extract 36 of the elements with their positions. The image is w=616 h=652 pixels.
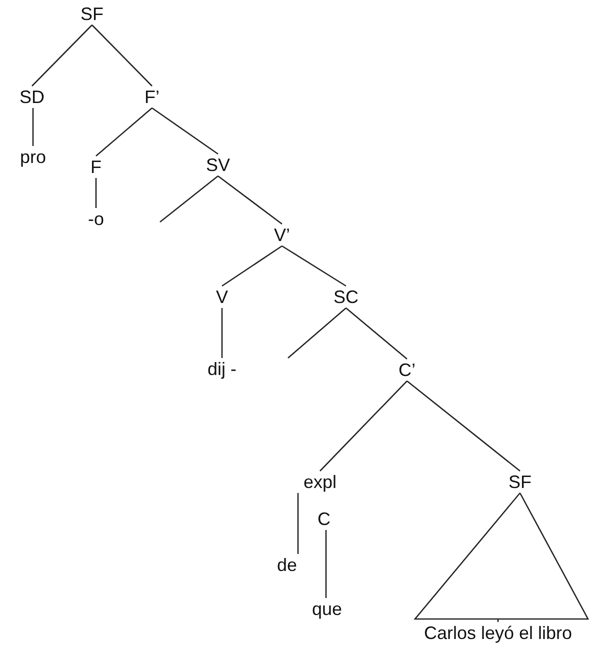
- tree-branch: [406, 380, 520, 472]
- tree-branch: [282, 245, 346, 287]
- tree-label: que: [312, 600, 342, 618]
- tree-branch: [325, 530, 327, 598]
- tree-label: C: [318, 510, 330, 528]
- tree-branch: [288, 308, 346, 358]
- tree-label: de: [276, 556, 298, 574]
- tree-branch: [160, 176, 218, 222]
- tree-label: F’: [144, 88, 160, 106]
- tree-branch: [320, 380, 408, 472]
- tree-label: Carlos leyó el libro: [424, 624, 572, 642]
- tree-label: C’: [398, 361, 416, 379]
- tree-branch: [222, 245, 282, 287]
- tree-label: V: [216, 288, 228, 306]
- tree-label: SD: [20, 88, 44, 106]
- tree-label: SF: [508, 473, 532, 491]
- tree-branch: [92, 24, 152, 86]
- tree-label: F: [90, 158, 102, 176]
- tree-label: pro: [20, 148, 46, 166]
- tree-branch: [152, 107, 218, 155]
- triangle-branch: [414, 492, 590, 623]
- tree-branch: [95, 178, 97, 208]
- tree-branch: [96, 108, 152, 156]
- tree-label: V’: [274, 226, 290, 244]
- tree-branch: [221, 308, 223, 358]
- tree-branch: [32, 108, 34, 146]
- tree-branch: [218, 175, 282, 225]
- tree-label: -o: [88, 210, 104, 228]
- tree-branch: [32, 24, 92, 86]
- tree-branch: [297, 493, 299, 554]
- tree-branch: [346, 308, 408, 360]
- tree-label: SV: [206, 156, 230, 174]
- tree-label: SF: [80, 5, 104, 23]
- tree-label: SC: [334, 288, 358, 306]
- tree-label: expl: [303, 473, 337, 491]
- tree-label: dij -: [208, 360, 236, 378]
